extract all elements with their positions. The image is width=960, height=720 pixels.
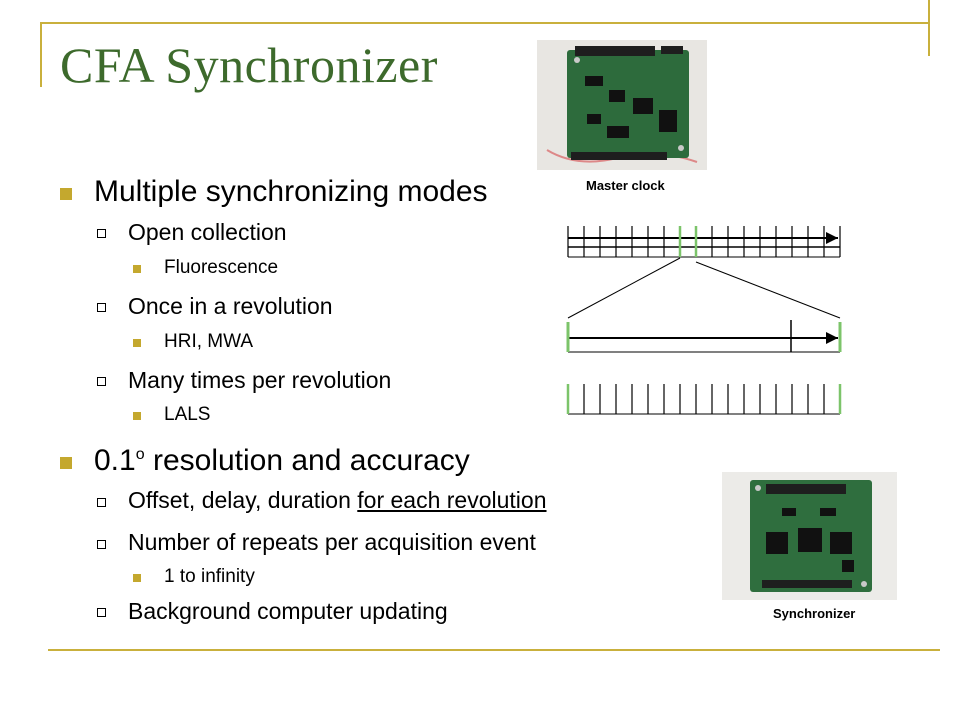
resolution-value: 0.1: [94, 444, 136, 477]
synchronizer-board-image: [722, 472, 897, 600]
bottom-rule: [48, 649, 940, 651]
bullet-square: [60, 188, 72, 200]
bullet-resolution: 0.1o resolution and accuracy: [94, 444, 470, 478]
bullet-once-per-rev: Once in a revolution: [128, 293, 333, 319]
bullet-background: Background computer updating: [128, 598, 448, 624]
offset-text: Offset, delay, duration: [128, 487, 358, 513]
bullet-hollow: [97, 229, 106, 238]
right-rule: [928, 0, 930, 56]
many-per-rev-track: [566, 384, 842, 415]
zoom-line-left: [567, 257, 681, 319]
time-arrow-head: [826, 232, 838, 244]
bullet-hollow: [97, 377, 106, 386]
zoom-line-right: [695, 261, 841, 319]
master-clock-caption: Master clock: [586, 178, 665, 193]
master-clock-board-image: [537, 40, 707, 170]
bullet-hollow: [97, 608, 106, 617]
bullet-lals: LALS: [164, 404, 211, 425]
master-clock-photo: [537, 40, 707, 170]
left-rule: [40, 22, 42, 87]
slide-title: CFA Synchronizer: [60, 37, 438, 93]
time-arrow-head: [826, 332, 838, 344]
bullet-square: [60, 457, 72, 469]
bullet-offset: Offset, delay, duration for each revolut…: [128, 487, 547, 514]
bullet-small: [133, 339, 141, 347]
bullet-hollow: [97, 303, 106, 312]
bullet-small: [133, 574, 141, 582]
bullet-small: [133, 412, 141, 420]
bullet-open-collection: Open collection: [128, 219, 287, 245]
synchronizer-caption: Synchronizer: [773, 606, 856, 621]
degree-symbol: o: [135, 446, 145, 463]
resolution-text: resolution and accuracy: [144, 444, 470, 477]
bullet-hollow: [97, 540, 106, 549]
bullet-small: [133, 265, 141, 273]
bullet-hri-mwa: HRI, MWA: [164, 331, 254, 352]
bullet-many-per-rev: Many times per revolution: [128, 367, 392, 393]
bullet-repeats: Number of repeats per acquisition event: [128, 529, 536, 555]
bullet-modes: Multiple synchronizing modes: [94, 175, 488, 208]
master-clock-track: [567, 226, 841, 258]
once-per-rev-track: [566, 320, 842, 353]
synchronizer-photo: [722, 472, 897, 600]
top-rule: [40, 22, 930, 24]
bullet-infinity: 1 to infinity: [164, 566, 255, 587]
bullet-hollow: [97, 498, 106, 507]
offset-underlined: for each revolution: [357, 487, 547, 513]
bullet-fluorescence: Fluorescence: [164, 257, 279, 278]
